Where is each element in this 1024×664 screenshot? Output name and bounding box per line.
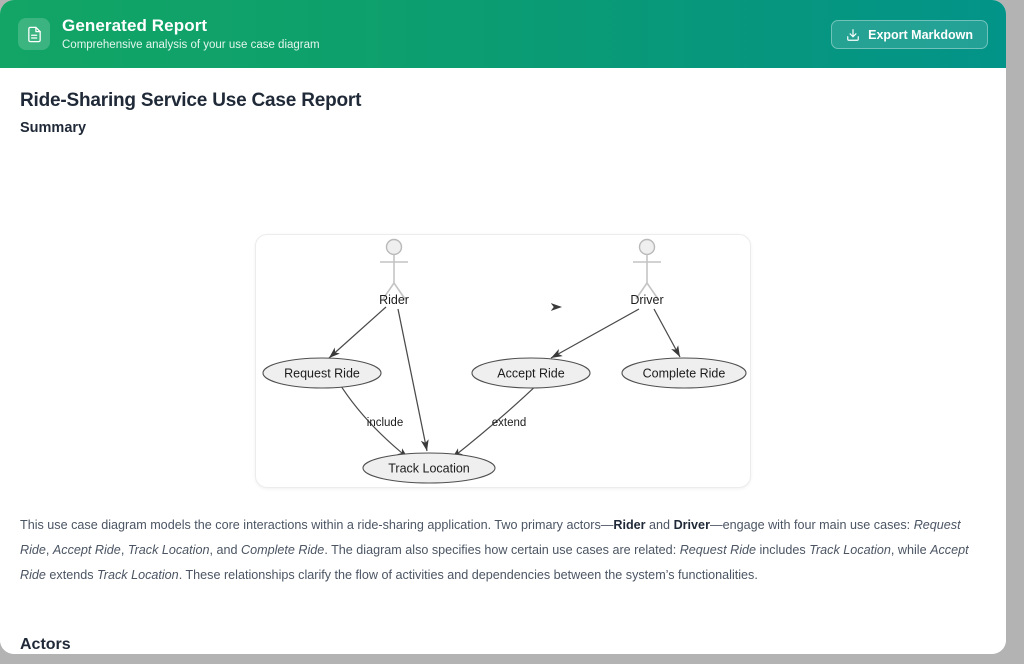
svg-text:Accept Ride: Accept Ride: [497, 367, 564, 381]
para-actor-driver: Driver: [673, 518, 710, 532]
svg-text:Complete Ride: Complete Ride: [643, 367, 726, 381]
para-sep2: ,: [120, 543, 128, 557]
actors-list: Rider: Initiates ride requests, monitors…: [20, 653, 980, 654]
usecase-accept-ride: Accept Ride: [471, 357, 591, 389]
app-window: Generated Report Comprehensive analysis …: [0, 0, 1006, 654]
edge-driver-complete-ride: [653, 308, 681, 358]
usecase-track-location: Track Location: [362, 452, 496, 484]
actor-rider: Rider: [379, 238, 409, 307]
para-mid1: and: [645, 518, 674, 532]
para-uc4: Complete Ride: [241, 543, 325, 557]
para-rel1mid: includes: [756, 543, 810, 557]
use-case-diagram: Rider Driver: [262, 238, 747, 484]
edge-rider-request-ride: [328, 306, 387, 359]
usecase-complete-ride: Complete Ride: [621, 357, 747, 389]
export-markdown-button[interactable]: Export Markdown: [831, 20, 988, 49]
usecase-request-ride: Request Ride: [262, 357, 382, 389]
para-rel1a: Request Ride: [679, 543, 756, 557]
para-uc1: Request Ride: [20, 518, 961, 557]
document-icon: [18, 18, 50, 50]
export-markdown-label: Export Markdown: [868, 27, 973, 42]
edge-label-include: include: [367, 417, 403, 429]
actor-rider-label: Rider: [379, 293, 409, 307]
list-item: Rider: Initiates ride requests, monitors…: [20, 653, 980, 654]
actor-driver-label: Driver: [630, 293, 663, 307]
para-rel2b: Track Location: [97, 568, 179, 582]
header-subtitle: Comprehensive analysis of your use case …: [62, 38, 320, 51]
svg-text:Track Location: Track Location: [388, 462, 470, 476]
para-part1: This use case diagram models the core in…: [20, 518, 614, 532]
para-actor-rider: Rider: [613, 518, 646, 532]
para-rel2pre: , while: [890, 543, 931, 557]
para-rel1b: Track Location: [809, 543, 891, 557]
page-title: Ride-Sharing Service Use Case Report: [20, 90, 362, 111]
para-rel2mid: extends: [45, 568, 98, 582]
para-uc3: Track Location: [127, 543, 210, 557]
download-icon: [846, 28, 860, 42]
para-rel2a: Accept Ride: [20, 543, 969, 582]
summary-heading: Summary: [20, 120, 87, 136]
para-mid3: . The diagram also specifies how certain…: [324, 543, 680, 557]
use-case-diagram-card: Rider Driver: [255, 234, 751, 488]
edge-label-extend: extend: [492, 417, 527, 429]
edge-driver-accept-ride: [550, 308, 640, 359]
header-title: Generated Report: [62, 15, 208, 35]
para-tail: . These relationships clarify the flow o…: [178, 568, 758, 582]
summary-paragraph: This use case diagram models the core in…: [20, 513, 983, 588]
para-sep1: ,: [45, 543, 53, 557]
svg-text:Request Ride: Request Ride: [284, 367, 360, 381]
edge-rider-track-location: [397, 308, 429, 452]
report-header: Generated Report Comprehensive analysis …: [0, 0, 1006, 68]
para-mid2: —engage with four main use cases:: [709, 518, 914, 532]
actor-driver: Driver: [630, 238, 664, 307]
para-sep3: , and: [209, 543, 241, 557]
actors-heading: Actors: [20, 636, 71, 653]
header-text-block: Generated Report Comprehensive analysis …: [62, 16, 320, 53]
report-content: Ride-Sharing Service Use Case Report Sum…: [0, 68, 1006, 654]
para-uc2: Accept Ride: [52, 543, 121, 557]
